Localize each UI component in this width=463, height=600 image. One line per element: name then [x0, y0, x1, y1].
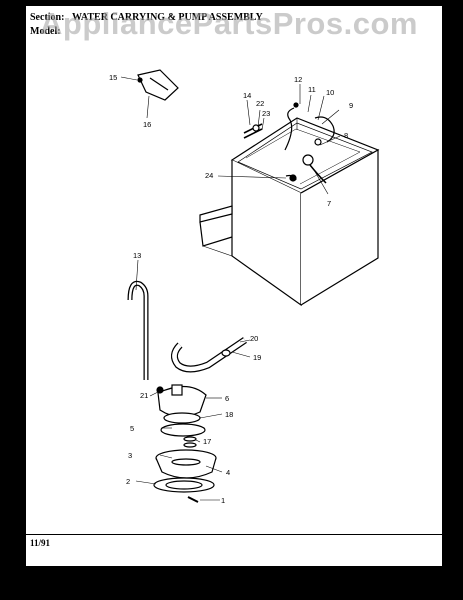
drive-unit	[155, 449, 217, 479]
callout-12: 12	[294, 75, 302, 84]
pulley-stack	[160, 412, 206, 448]
section-title: WATER CARRYING & PUMP ASSEMBLY	[72, 12, 263, 23]
footer-date: 11/91	[30, 538, 51, 548]
mounting-bracket	[137, 69, 179, 101]
callout-21: 21	[140, 391, 148, 400]
inlet-valve-cluster	[243, 102, 335, 184]
callout-8: 8	[344, 131, 348, 140]
diagram-page: Section: WATER CARRYING & PUMP ASSEMBLY …	[26, 6, 442, 566]
callout-3: 3	[128, 451, 132, 460]
model-label: Model:	[30, 26, 61, 37]
callout-14: 14	[243, 91, 251, 100]
pump-assembly	[156, 384, 207, 418]
callout-7: 7	[327, 199, 331, 208]
callout-18: 18	[225, 410, 233, 419]
footer-rule	[26, 534, 442, 535]
callout-22: 22	[256, 99, 264, 108]
callout-17: 17	[203, 437, 211, 446]
callout-9: 9	[349, 101, 353, 110]
pump-hose	[171, 337, 247, 373]
callout-23: 23	[262, 109, 270, 118]
callout-4: 4	[226, 468, 230, 477]
callout-13: 13	[133, 251, 141, 260]
callout-10: 10	[326, 88, 334, 97]
callout-11: 11	[308, 85, 316, 94]
washer-cabinet	[230, 117, 380, 307]
base-plate	[153, 477, 215, 493]
watermark: AppliancePartsPros.com	[40, 6, 418, 41]
callout-6: 6	[225, 394, 229, 403]
screw	[187, 496, 199, 503]
callout-15: 15	[109, 73, 117, 82]
callout-20: 20	[250, 334, 258, 343]
callout-19: 19	[253, 353, 261, 362]
callout-24: 24	[205, 171, 213, 180]
callout-5: 5	[130, 424, 134, 433]
callout-1: 1	[221, 496, 225, 505]
section-label: Section:	[30, 12, 65, 23]
side-bracket	[199, 205, 233, 257]
drain-hose	[127, 280, 149, 380]
callout-2: 2	[126, 477, 130, 486]
callout-16: 16	[143, 120, 151, 129]
